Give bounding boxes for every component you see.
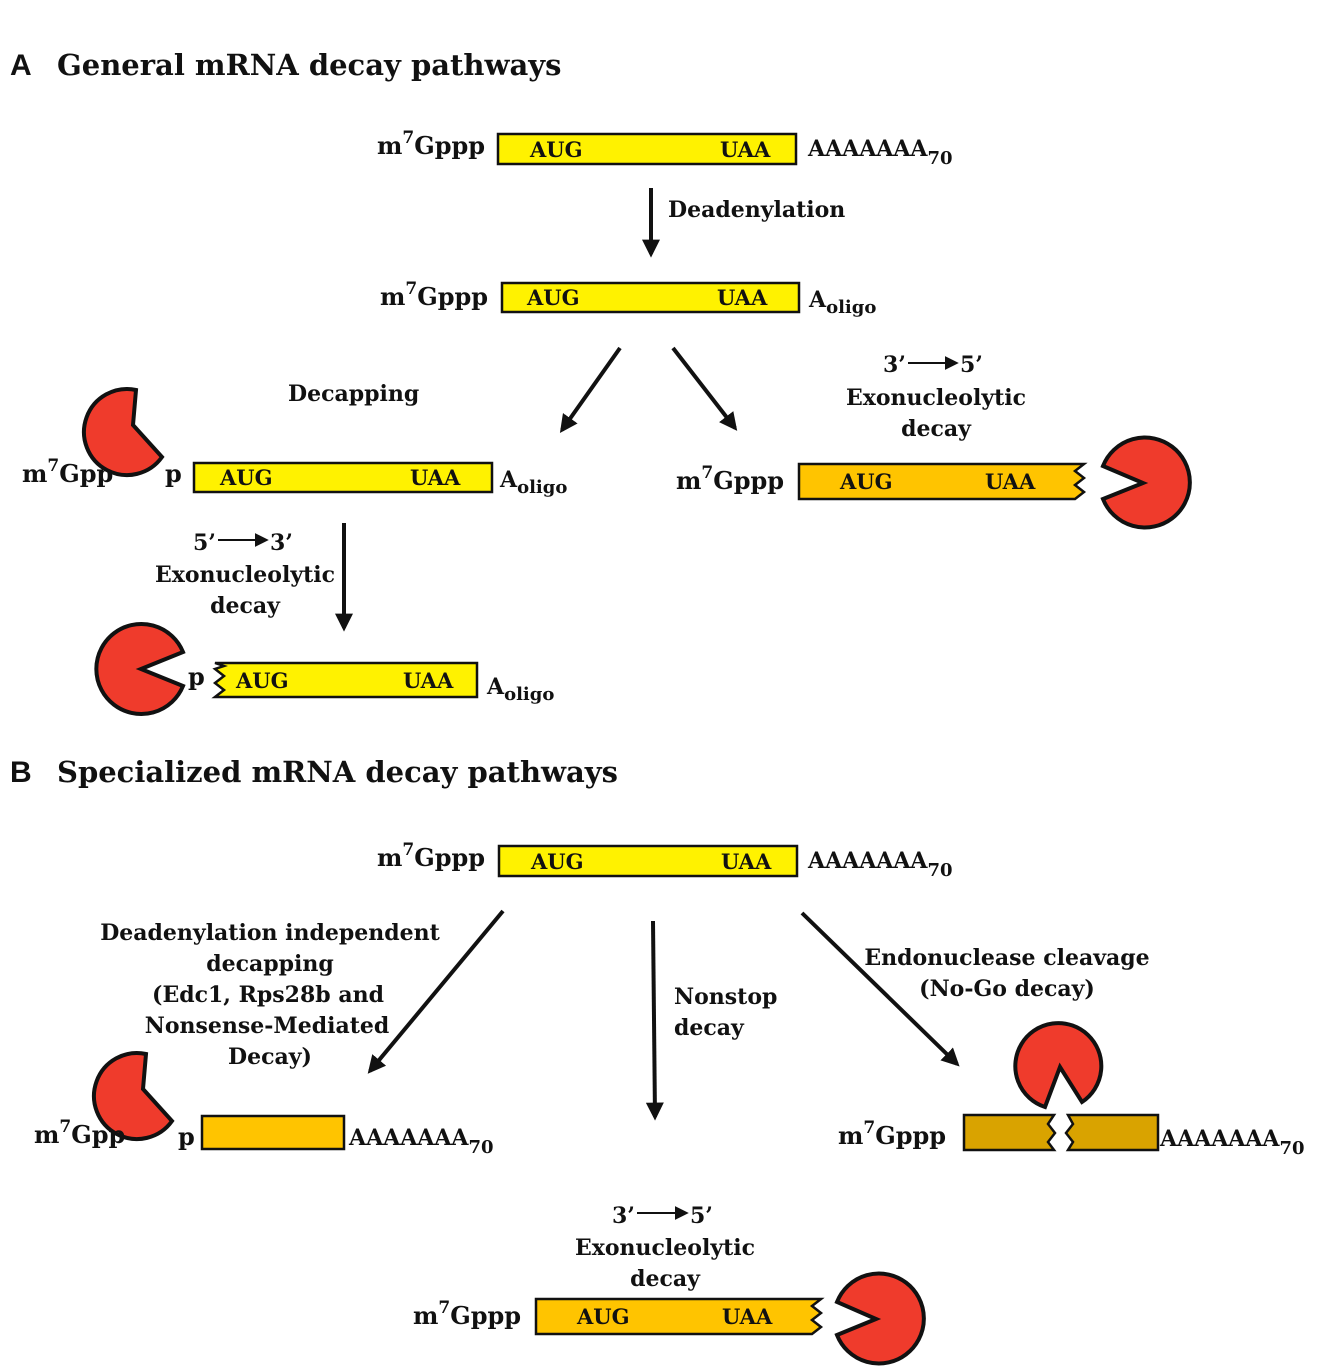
exonuclease-53-icon (94, 622, 186, 716)
mrna-body (497, 844, 799, 878)
decapping-label: Decapping (288, 381, 419, 407)
svg-text:Decay): Decay) (228, 1044, 312, 1070)
exo35-arrow (671, 346, 738, 431)
nonstop-label: Nonstop decay (674, 984, 777, 1041)
panel-a-letter: A (10, 49, 32, 82)
polya-tail: AAAAAAA70 (807, 136, 953, 169)
exonuclease-35-icon (834, 1271, 926, 1366)
svg-text:Endonuclease cleavage: Endonuclease cleavage (864, 945, 1149, 971)
polya-tail: AAAAAAA70 (348, 1125, 494, 1158)
mrna-b-nonstop: m7Gppp AUG UAA (413, 1271, 926, 1366)
mrna-a1: m7Gppp AUG UAA AAAAAAA70 (377, 128, 953, 169)
mrna-a-decapped: m7Gpp p AUG UAA Aoligo (22, 387, 567, 498)
start-codon: AUG (576, 1304, 630, 1329)
stop-codon: UAA (717, 285, 768, 310)
mrna-a-exo53: p AUG UAA Aoligo (94, 622, 554, 716)
svg-text:Nonstop: Nonstop (674, 984, 777, 1010)
decapping-arrow (559, 346, 622, 433)
endo-label: Endonuclease cleavage (No-Go decay) (864, 945, 1149, 1002)
decapping-enzyme-icon (91, 1051, 175, 1141)
stop-codon: UAA (722, 1304, 773, 1329)
deadenylation-label: Deadenylation (668, 197, 845, 223)
mrna-b1: m7Gppp AUG UAA AAAAAAA70 (377, 840, 953, 881)
direction-53-label: 5’ 3’ (193, 530, 293, 556)
mrna-body (797, 462, 1088, 501)
svg-text:3’: 3’ (612, 1203, 635, 1229)
mrna-a-exo35: m7Gppp AUG UAA (676, 435, 1192, 530)
mrna-b-cleaved: m7Gppp AAAAAAA70 (838, 1021, 1305, 1159)
direction-35-label: 3’ 5’ (883, 352, 983, 378)
mrna-body (500, 281, 801, 314)
cap-label: m7Gppp (380, 279, 488, 311)
decapped-cap-label: m7Gpp (22, 456, 113, 488)
cap-label: m7Gppp (838, 1118, 946, 1150)
svg-text:(No-Go decay): (No-Go decay) (919, 976, 1095, 1002)
svg-text:3’: 3’ (270, 530, 293, 556)
nonstop-arrow (645, 920, 664, 1121)
svg-text:(Edc1, Rps28b and: (Edc1, Rps28b and (152, 982, 384, 1008)
start-codon: AUG (530, 849, 584, 874)
phosphate-label: p (178, 1122, 195, 1151)
svg-text:Deadenylation independent: Deadenylation independent (100, 920, 440, 946)
stop-codon: UAA (410, 465, 461, 490)
polya-tail: AAAAAAA70 (1159, 1126, 1305, 1159)
exo53-label-line1: Exonucleolytic (155, 562, 335, 588)
start-codon: AUG (219, 465, 273, 490)
stop-codon: UAA (403, 668, 454, 693)
oligo-a-tail: Aoligo (499, 467, 567, 498)
decapped-cap-label: m7Gpp (34, 1117, 125, 1149)
mrna-body (211, 661, 479, 699)
mrna-fragment-3 (1064, 1113, 1160, 1152)
exo-label-line2-b: decay (630, 1266, 701, 1292)
cap-label: m7Gppp (676, 463, 784, 495)
panel-b-title: Specialized mRNA decay pathways (57, 755, 618, 789)
svg-text:Nonsense-Mediated: Nonsense-Mediated (145, 1013, 390, 1039)
svg-text:5’: 5’ (690, 1203, 713, 1229)
exo53-label-line2: decay (210, 593, 281, 619)
start-codon: AUG (526, 285, 580, 310)
endo-arrow (800, 911, 960, 1067)
stop-codon: UAA (721, 849, 772, 874)
start-codon: AUG (529, 137, 583, 162)
endonuclease-icon (1013, 1021, 1104, 1110)
panel-a-title: General mRNA decay pathways (57, 48, 561, 82)
start-codon: AUG (839, 469, 893, 494)
phosphate-label: p (165, 459, 182, 488)
exo-label-line2: decay (901, 416, 972, 442)
mrna-body (534, 1297, 825, 1336)
oligo-a-tail: Aoligo (486, 674, 554, 705)
oligo-a-tail: Aoligo (808, 287, 876, 318)
cap-label: m7Gppp (377, 840, 485, 872)
dai-arrow (367, 909, 505, 1074)
svg-text:5’: 5’ (193, 530, 216, 556)
mrna-body (192, 461, 494, 494)
stop-codon: UAA (720, 137, 771, 162)
decapping-enzyme-icon (81, 387, 165, 477)
mrna-fragment-5 (962, 1113, 1057, 1152)
mrna-body (200, 1114, 346, 1151)
mrna-a2: m7Gppp AUG UAA Aoligo (380, 279, 876, 318)
polya-tail: AAAAAAA70 (807, 848, 953, 881)
stop-codon: UAA (985, 469, 1036, 494)
mrna-b-decapped: m7Gpp p AAAAAAA70 (34, 1051, 494, 1158)
exo-label-line1-b: Exonucleolytic (575, 1235, 755, 1261)
mrna-body (496, 132, 798, 166)
phosphate-label: p (188, 662, 205, 691)
exo-label-line1: Exonucleolytic (846, 385, 1026, 411)
start-codon: AUG (235, 668, 289, 693)
svg-text:3’: 3’ (883, 352, 906, 378)
svg-text:decapping: decapping (206, 951, 334, 977)
direction-35-label-b: 3’ 5’ (612, 1203, 713, 1229)
cap-label: m7Gppp (413, 1298, 521, 1330)
svg-text:5’: 5’ (960, 352, 983, 378)
cap-label: m7Gppp (377, 128, 485, 160)
panel-b-letter: B (10, 756, 32, 789)
exonuclease-35-icon (1100, 435, 1192, 530)
svg-text:decay: decay (674, 1015, 745, 1041)
dai-label: Deadenylation independent decapping (Edc… (100, 920, 440, 1070)
